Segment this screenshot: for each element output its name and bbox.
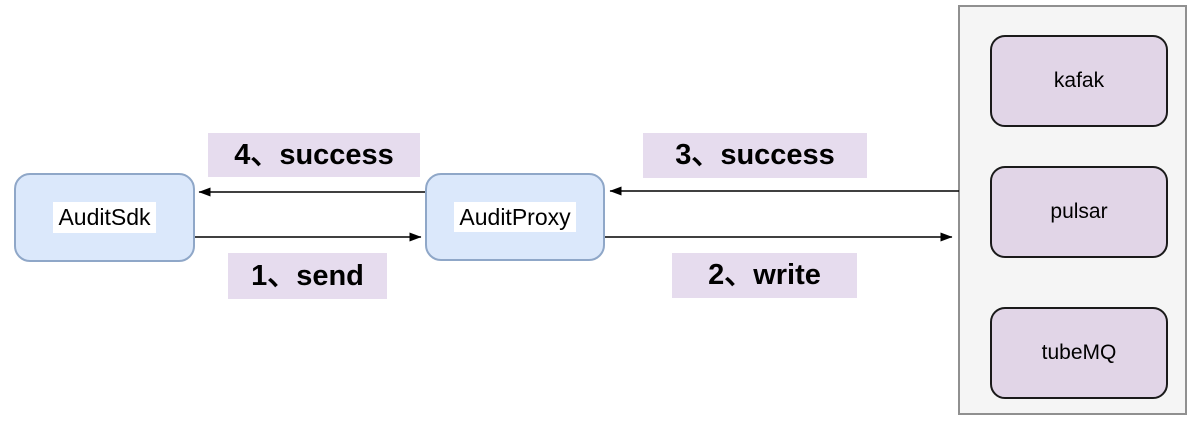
edge-label-success-4: 4、success [208, 133, 420, 177]
node-pulsar: pulsar [990, 166, 1168, 258]
node-pulsar-label: pulsar [1050, 200, 1108, 223]
node-kafak: kafak [990, 35, 1168, 127]
node-auditsdk-label: AuditSdk [53, 202, 156, 233]
node-auditproxy: AuditProxy [425, 173, 605, 261]
node-auditproxy-label: AuditProxy [454, 201, 576, 233]
edge-label-success-3: 3、success [643, 133, 867, 178]
node-tubemq-label: tubeMQ [1041, 341, 1117, 364]
edge-label-write-2: 2、write [672, 253, 857, 298]
node-kafak-label: kafak [1053, 69, 1105, 92]
edge-label-send-1: 1、send [228, 253, 387, 299]
node-auditsdk: AuditSdk [14, 173, 195, 262]
node-tubemq: tubeMQ [990, 307, 1168, 399]
mq-group-container: kafak pulsar tubeMQ [958, 5, 1187, 415]
